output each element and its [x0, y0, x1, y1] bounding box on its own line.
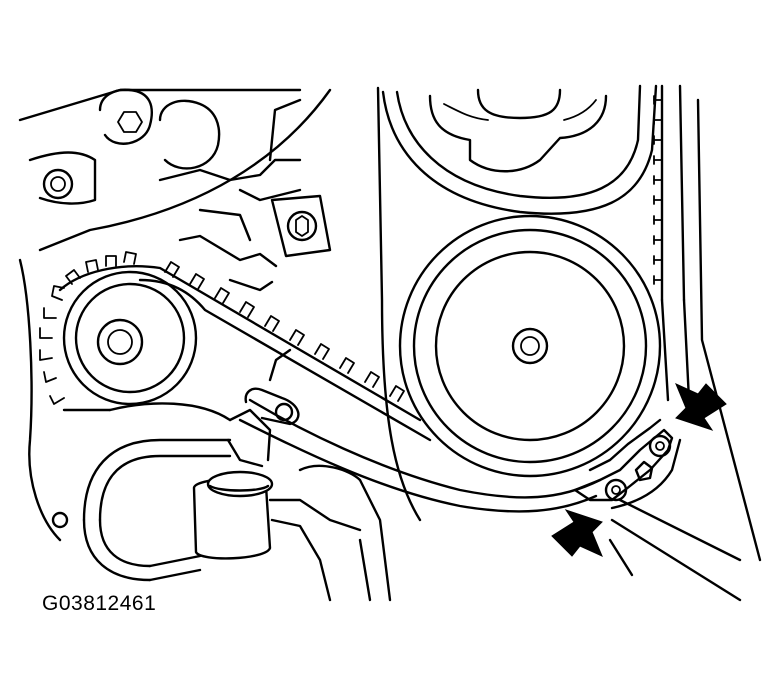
belt-lower-run	[58, 261, 602, 513]
upper-bolt	[178, 194, 332, 292]
engine-block-upper-left	[18, 88, 332, 252]
arrow-lower-left-icon	[551, 509, 603, 557]
engine-cover-outline	[376, 86, 762, 602]
idler-pulley	[39, 251, 198, 406]
belt-right-run	[653, 84, 692, 422]
arrow-upper-right-icon	[675, 383, 727, 431]
upper-cam-pulley	[381, 84, 658, 215]
water-outlet-hose	[82, 438, 392, 602]
figure-code: G03812461	[42, 592, 157, 615]
belt-tensioner	[573, 418, 682, 510]
tensioner-bracket	[226, 348, 300, 468]
engine-block-lower-left	[18, 258, 232, 542]
crankshaft-pulley	[398, 214, 662, 478]
